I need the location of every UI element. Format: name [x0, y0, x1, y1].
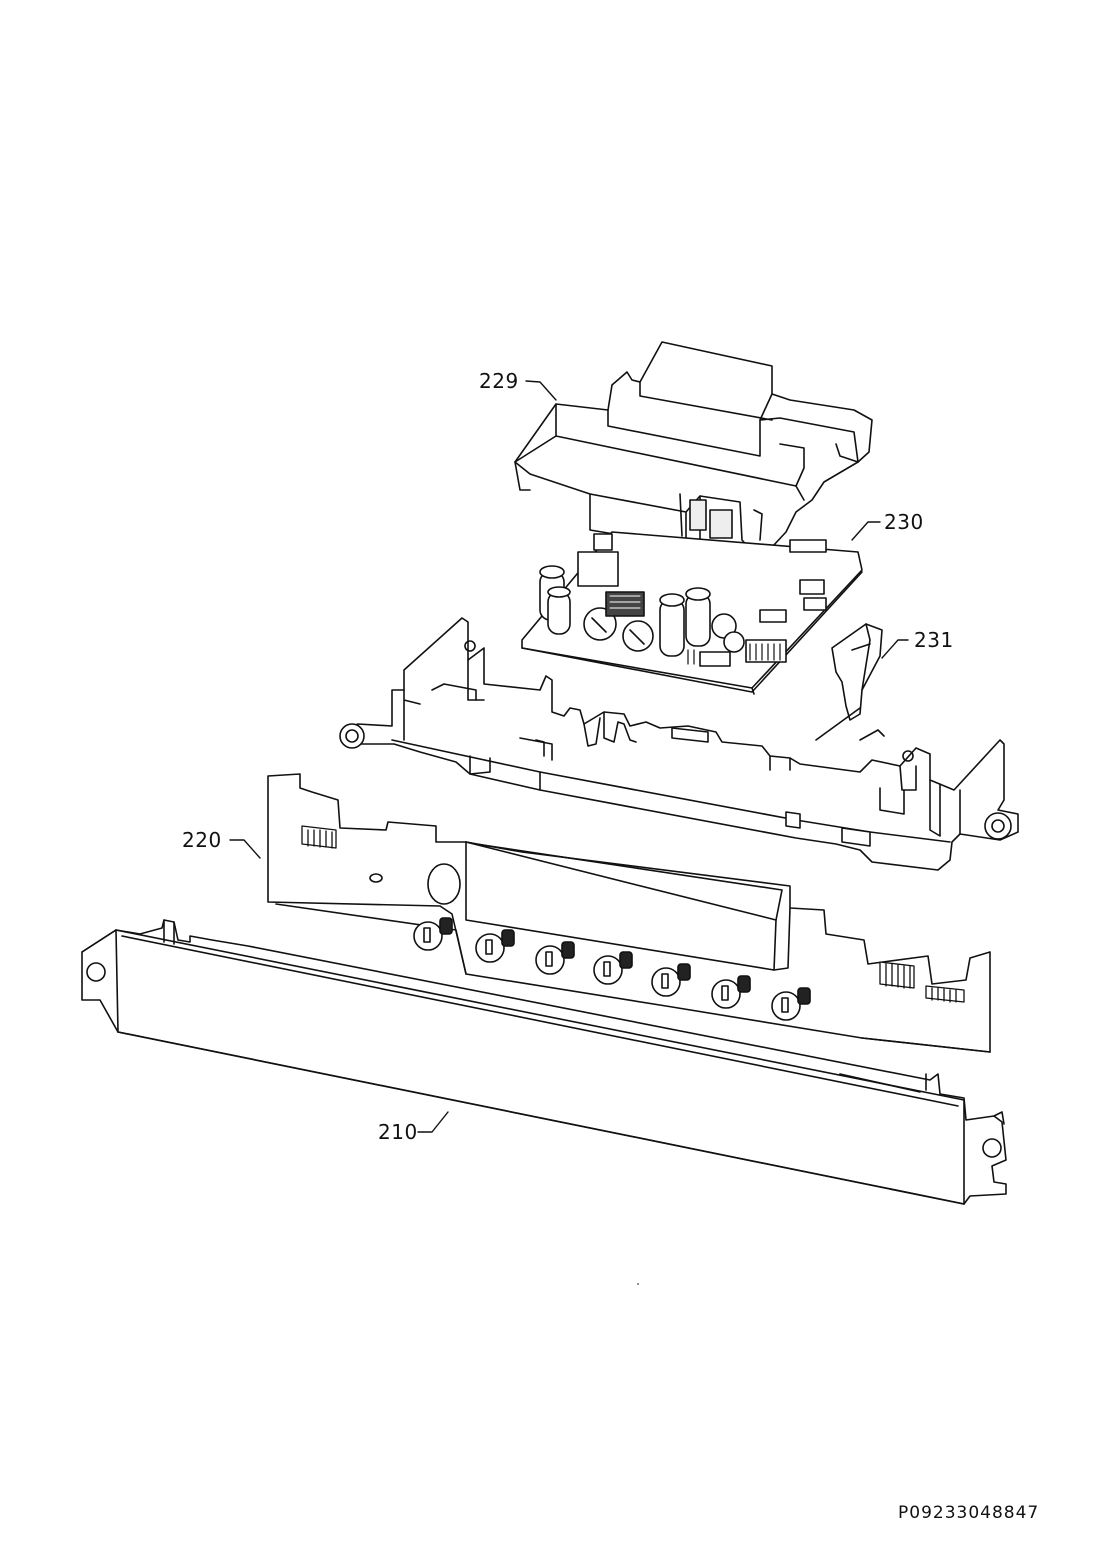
callout-220: 220: [182, 828, 222, 852]
part-231-frame: [340, 618, 1018, 870]
callout-231: 231: [914, 628, 954, 652]
part-210-panel: [82, 920, 1006, 1204]
leader-231: [882, 640, 908, 658]
leader-230: [852, 522, 880, 540]
part-230-pcb: [522, 532, 862, 694]
leader-lines: [230, 381, 908, 1132]
leader-220: [230, 840, 260, 858]
leader-229: [526, 381, 556, 400]
callout-230: 230: [884, 510, 924, 534]
part-229-cover: [515, 342, 872, 566]
document-reference: P09233048847: [898, 1503, 1040, 1523]
leader-210: [418, 1112, 448, 1132]
callout-210: 210: [378, 1120, 418, 1144]
callout-229: 229: [479, 369, 519, 393]
part-220-board: [268, 774, 990, 1052]
